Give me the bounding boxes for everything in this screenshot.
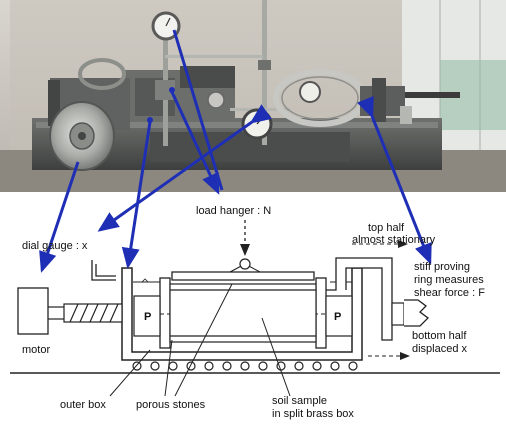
arrow-load-hanger-a [170, 91, 220, 195]
label-porous-stones: porous stones [136, 399, 206, 411]
label-dial-gauge: dial gauge : x [22, 240, 88, 252]
label-bottom-half-line1: bottom half [412, 330, 467, 342]
blue-link-arrows [39, 29, 432, 273]
label-p-right: P [334, 311, 341, 323]
label-top-half-line1: top half [368, 222, 405, 234]
label-proving-ring-line1: stiff proving [414, 261, 470, 273]
arrow-proving-ring [356, 95, 432, 265]
arrow-motor [39, 161, 80, 273]
arrow-dial-gauge [97, 104, 272, 232]
label-proving-ring-line2: ring measures [414, 274, 484, 286]
label-motor: motor [22, 344, 50, 356]
label-p-left: P [144, 311, 151, 323]
label-soil-sample-line2: in split brass box [272, 408, 354, 420]
label-load-hanger: load hanger : N [196, 205, 271, 217]
arrow-load-hanger-b [172, 29, 224, 191]
leader-lines [109, 283, 291, 397]
label-top-half-line2: almost stationary [352, 234, 436, 246]
arrow-outer-box [121, 121, 152, 269]
label-bottom-half-line2: displaced x [412, 343, 468, 355]
rollers [132, 361, 358, 371]
drive-screw [63, 303, 123, 323]
label-proving-ring-line3: shear force : F [414, 287, 485, 299]
label-outer-box: outer box [60, 399, 106, 411]
label-soil-sample-line1: soil sample [272, 395, 327, 407]
